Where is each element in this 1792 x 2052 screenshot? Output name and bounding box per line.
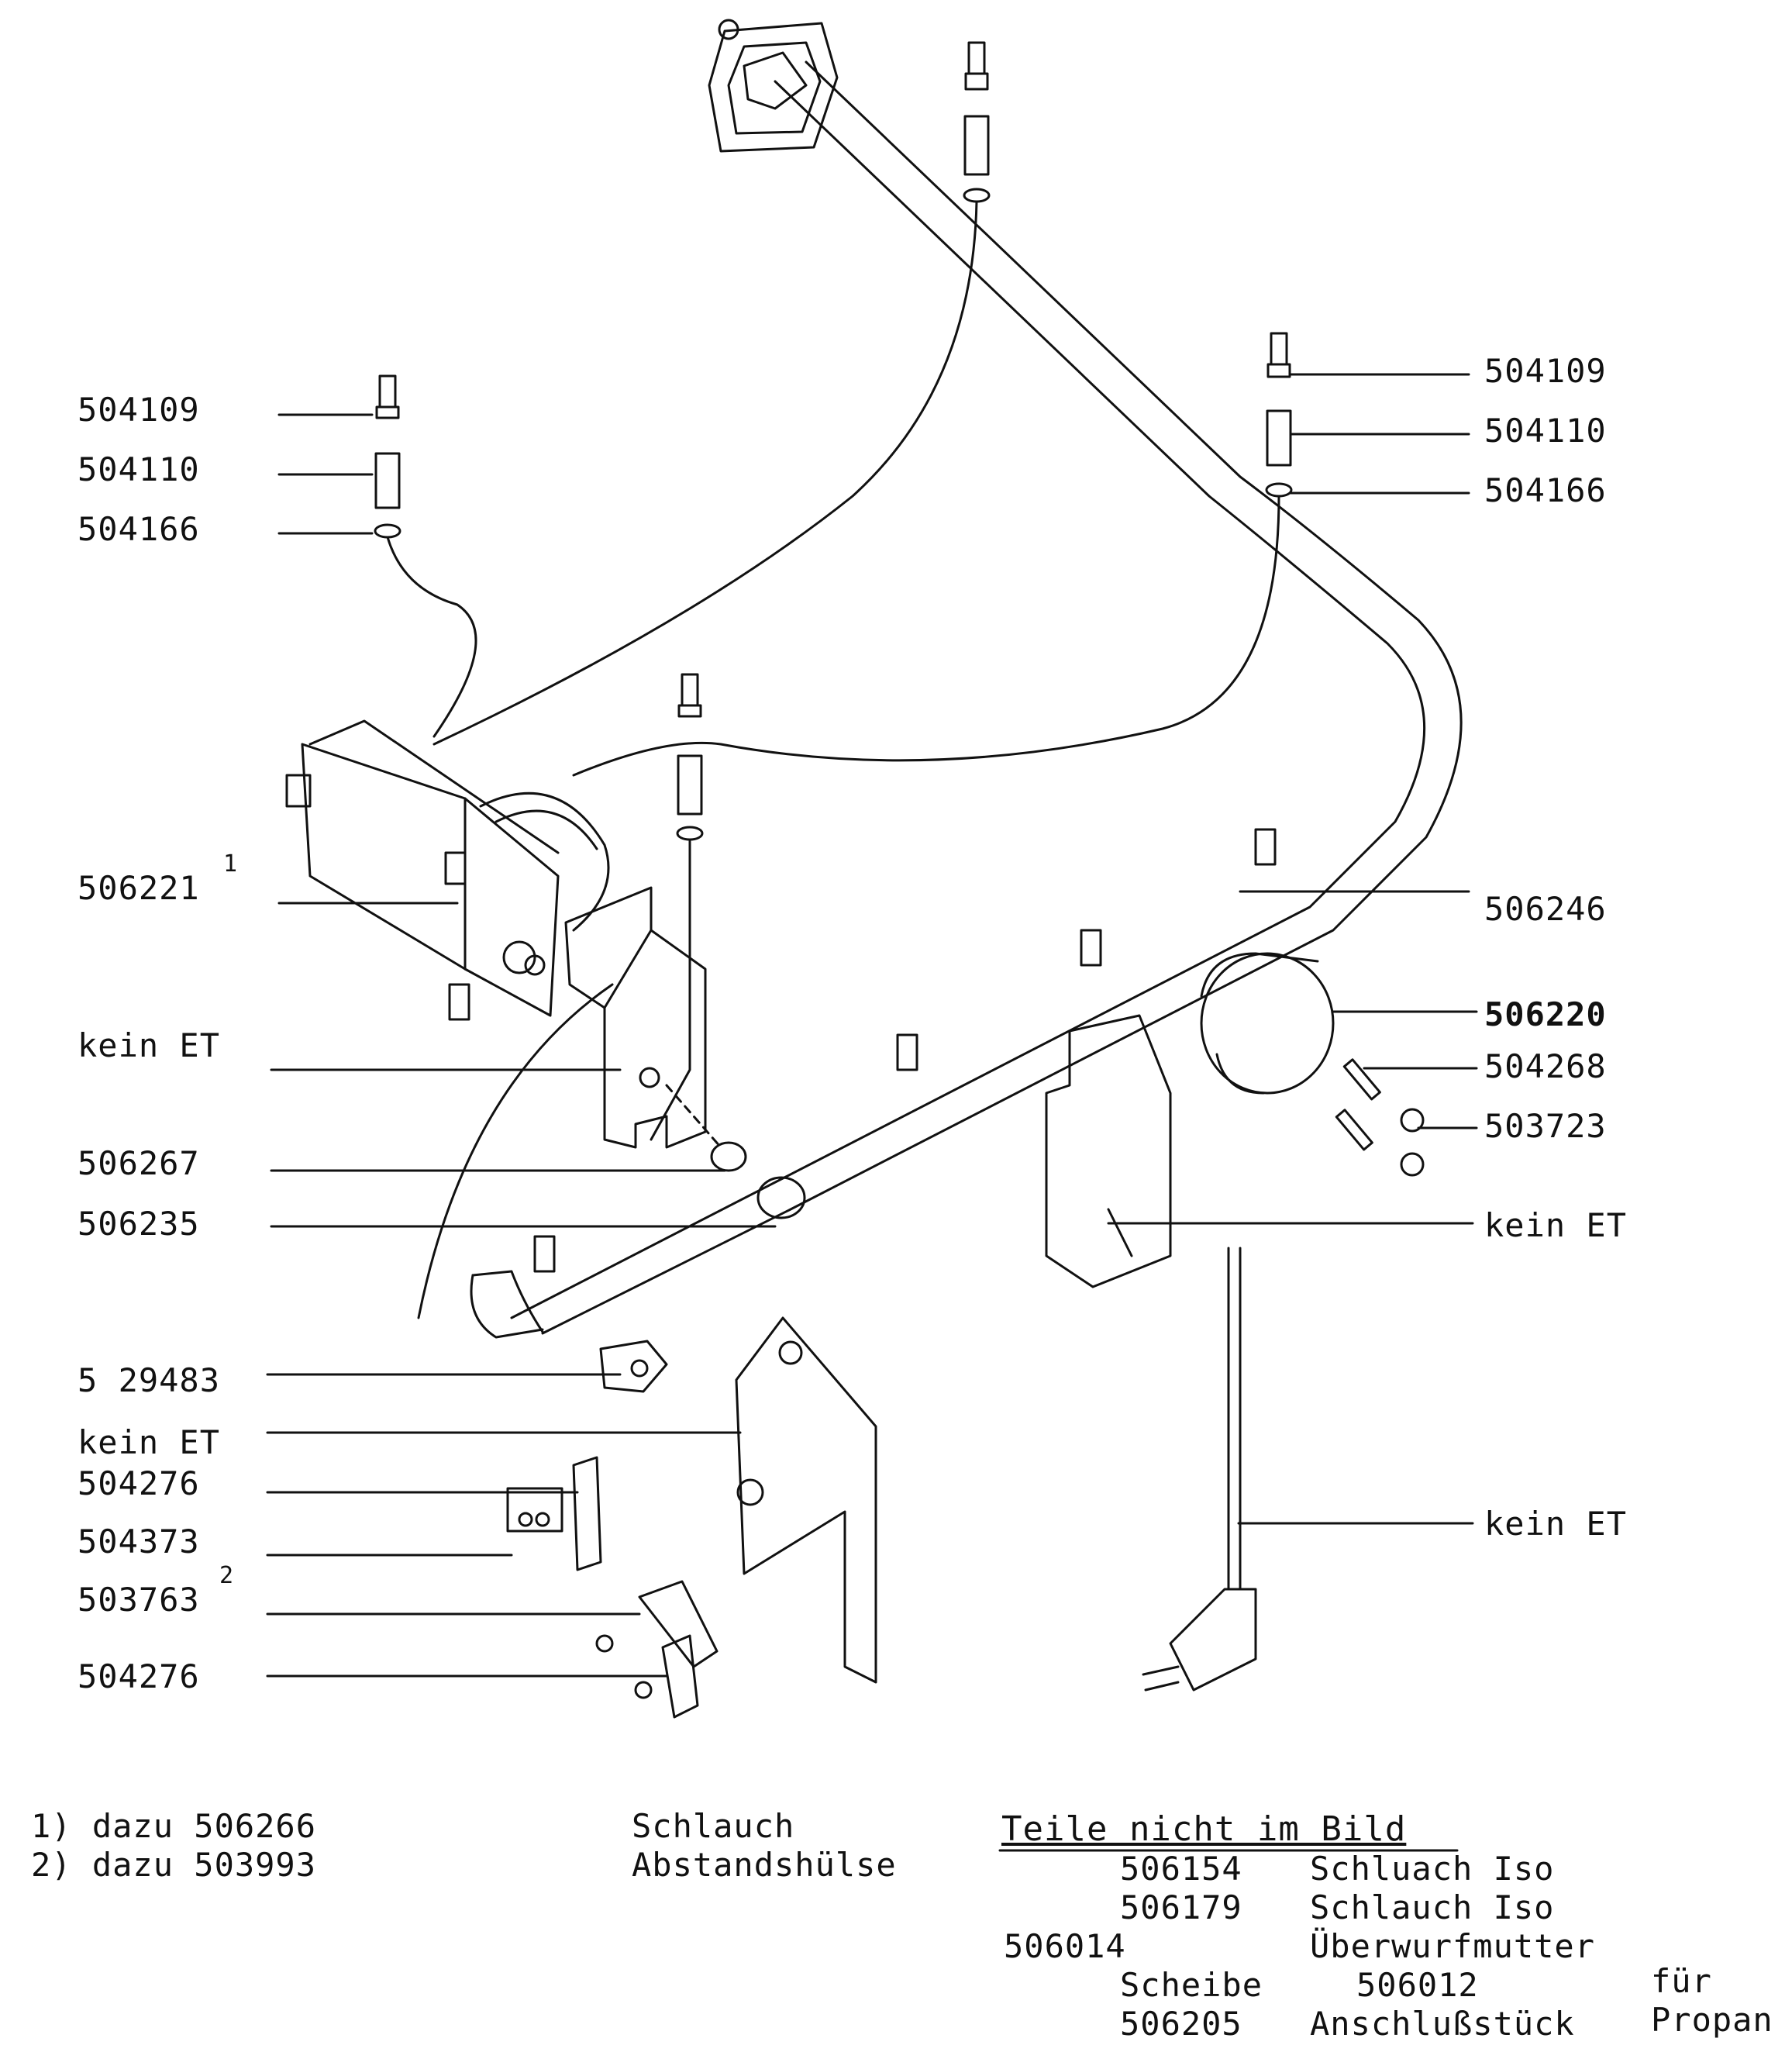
small-parts-bottom [506, 1340, 719, 1719]
thermocouple-middle [417, 673, 704, 1319]
parts-row-3-number: 506014 [1004, 1927, 1126, 1965]
thermocouple-right [572, 332, 1293, 777]
parts-row-2-number: 506179 [1120, 1888, 1242, 1926]
thermostat-knob [1200, 952, 1335, 1095]
parts-row-3-name: Überwurfmutter [1310, 1927, 1596, 1965]
footnote-marker-2: 2 [219, 1562, 234, 1589]
callout-506267: 506267 [78, 1144, 200, 1182]
footnote-1: 1) dazu 506266 [31, 1807, 317, 1845]
callout-504166-right: 504166 [1484, 471, 1607, 509]
small-fasteners [1335, 1058, 1425, 1177]
callout-506220: 506220 [1484, 995, 1607, 1033]
parts-row-5-number: 506205 [1120, 2005, 1242, 2043]
callout-kein-et-right-bracket: kein ET [1484, 1206, 1628, 1244]
thermocouple-top [432, 41, 991, 746]
callout-529483: 5 29483 [78, 1361, 221, 1399]
callout-503763: 503763 [78, 1581, 200, 1619]
callout-506246: 506246 [1484, 890, 1607, 928]
main-gas-pipe [470, 60, 1463, 1339]
callout-kein-et-bracket: kein ET [78, 1026, 221, 1064]
footnote-2: 2) dazu 503993 [31, 1846, 317, 1884]
spacer-parts [665, 1084, 806, 1219]
callout-506235: 506235 [78, 1205, 200, 1243]
footnote-marker-1: 1 [223, 850, 238, 878]
callout-504109-left: 504109 [78, 391, 200, 429]
note-schlauch: Schlauch [632, 1807, 795, 1845]
parts-row-5-name: Anschlußstück [1310, 2005, 1575, 2043]
parts-row-4-number: 506012 [1356, 1966, 1479, 2004]
callout-504268: 504268 [1484, 1047, 1607, 1085]
callout-504110-right: 504110 [1484, 412, 1607, 450]
bracket-left [564, 886, 707, 1149]
callout-kein-et-cover: kein ET [78, 1423, 221, 1461]
parts-row-1-number: 506154 [1120, 1850, 1242, 1888]
power-cable [1142, 1247, 1257, 1692]
parts-row-2-name: Schlauch Iso [1310, 1888, 1555, 1926]
callout-504109-right: 504109 [1484, 352, 1607, 390]
callout-504276-upper: 504276 [78, 1464, 200, 1502]
wall-flange [708, 19, 839, 153]
control-box [285, 719, 610, 1021]
bracket-right [1045, 1014, 1172, 1288]
parts-row-1-name: Schluach Iso [1310, 1850, 1555, 1888]
note-abstandshuelse: Abstandshülse [632, 1846, 897, 1884]
callout-kein-et-cable: kein ET [1484, 1505, 1628, 1543]
bottom-cover [735, 1316, 877, 1684]
parts-row-4-label: Scheibe [1120, 1966, 1263, 2004]
callout-504276-lower: 504276 [78, 1657, 200, 1695]
thermocouple-left [374, 374, 477, 738]
burner-nozzles [533, 828, 1277, 1273]
callout-503723: 503723 [1484, 1107, 1607, 1145]
callout-506221: 506221 [78, 869, 200, 907]
side-note-propan: Propan [1651, 2001, 1773, 2039]
parts-not-shown-title: Teile nicht im Bild [1001, 1809, 1407, 1849]
side-note-fuer: für [1651, 1962, 1712, 2000]
callout-504110-left: 504110 [78, 450, 200, 488]
leader-lines [266, 373, 1478, 1678]
callout-504373: 504373 [78, 1523, 200, 1561]
callout-504166-left: 504166 [78, 510, 200, 548]
